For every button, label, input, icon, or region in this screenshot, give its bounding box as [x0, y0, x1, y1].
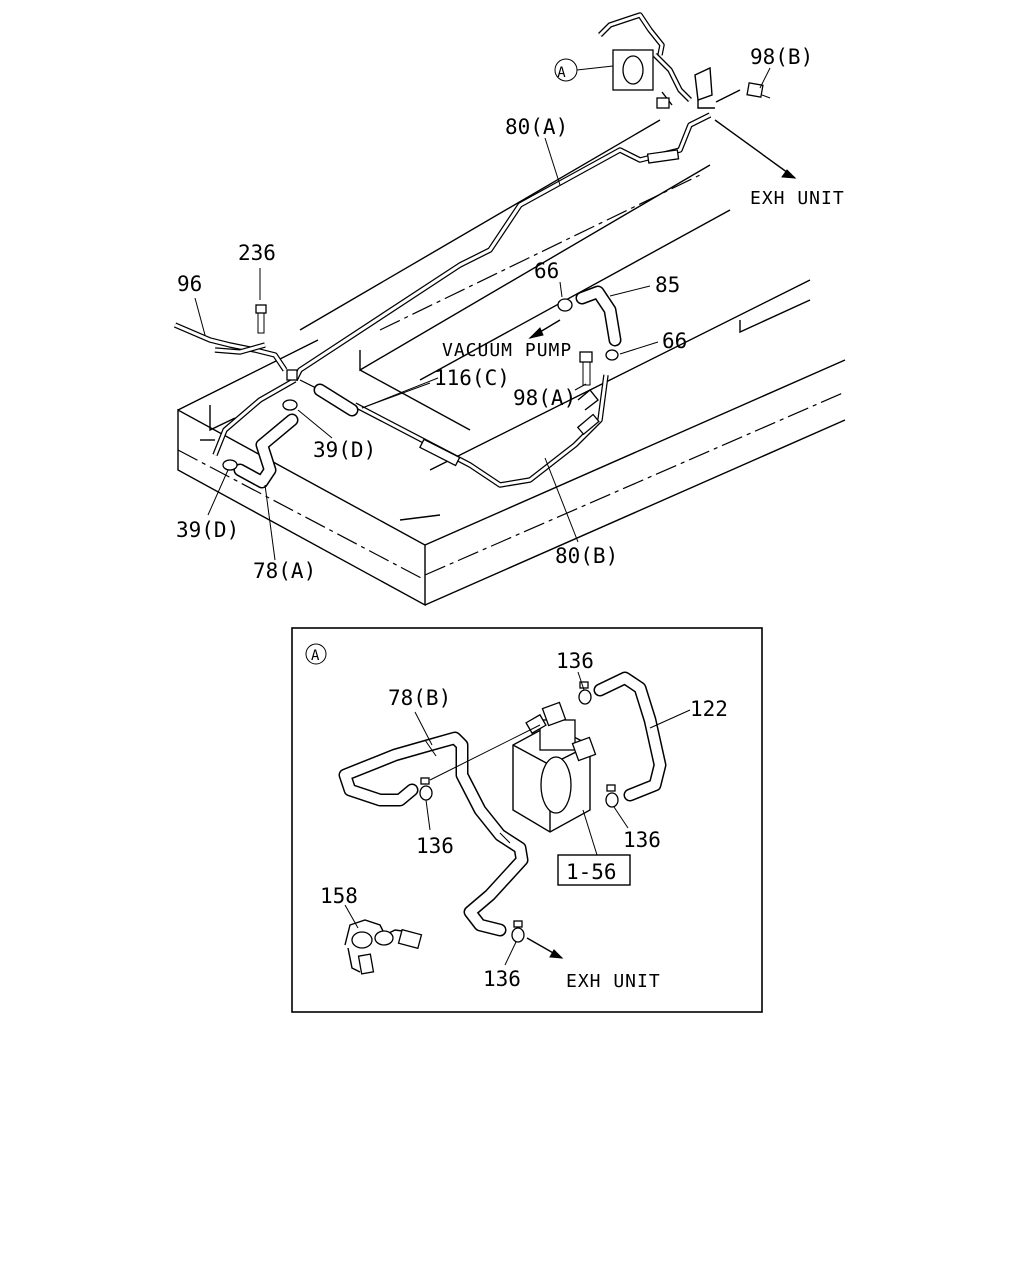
label-callout-a: A: [557, 65, 566, 81]
label-78b: 78(B): [388, 686, 451, 710]
detail-a-box: A: [291, 627, 763, 1013]
label-39d-right: 39(D): [313, 438, 376, 462]
pipe-80b: [353, 374, 609, 488]
label-78a: 78(A): [253, 559, 316, 583]
clip-158: [344, 904, 423, 975]
leader-lines-top: [194, 67, 771, 561]
clamps-136: [419, 681, 619, 943]
label-vacuum-pump: VACUUM PUMP: [442, 340, 572, 361]
label-116c: 116(C): [434, 366, 510, 390]
chassis-frame: [177, 119, 846, 607]
label-80b: 80(B): [555, 544, 618, 568]
label-122: 122: [690, 697, 728, 721]
label-66-lower: 66: [662, 329, 687, 353]
label-98b: 98(B): [750, 45, 813, 69]
label-136-right: 136: [623, 828, 661, 852]
label-exh-unit-detail: EXH UNIT: [566, 971, 661, 992]
label-136-top: 136: [556, 649, 594, 673]
label-136-left: 136: [416, 834, 454, 858]
labels-top: 98(B) 80(A) EXH UNIT 236 96 66 85 VACUUM…: [176, 45, 845, 583]
label-85: 85: [655, 273, 680, 297]
hose-78a: [233, 413, 299, 489]
leader-lines-detail: [414, 671, 691, 966]
canister-top: [554, 12, 797, 179]
label-ref-1-56: 1-56: [566, 860, 617, 884]
reference-box-1-56[interactable]: 1-56: [557, 854, 631, 886]
label-98a: 98(A): [513, 386, 576, 410]
label-158: 158: [320, 884, 358, 908]
hose-122: [593, 671, 667, 802]
bolt-236: [255, 304, 298, 381]
hose-116c: [313, 382, 431, 417]
bolt-98a: [577, 351, 599, 411]
pipe-80a: [292, 112, 712, 382]
label-136-bottom: 136: [483, 967, 521, 991]
label-39d-left: 39(D): [176, 518, 239, 542]
arrow-exh-detail: [526, 937, 564, 959]
label-exh-unit-top: EXH UNIT: [750, 188, 845, 209]
label-66-upper: 66: [534, 259, 559, 283]
hose-85: [528, 285, 622, 361]
label-236: 236: [238, 241, 276, 265]
label-80a: 80(A): [505, 115, 568, 139]
hose-78b: [338, 724, 541, 937]
clamp-39d: [222, 399, 298, 471]
label-detail-a: A: [311, 648, 320, 664]
labels-detail: 136 122 78(B) 136 136 158 136 EXH UNIT: [320, 649, 728, 992]
hose-96: [173, 322, 297, 457]
label-96: 96: [177, 272, 202, 296]
canister-detail: [512, 701, 598, 856]
